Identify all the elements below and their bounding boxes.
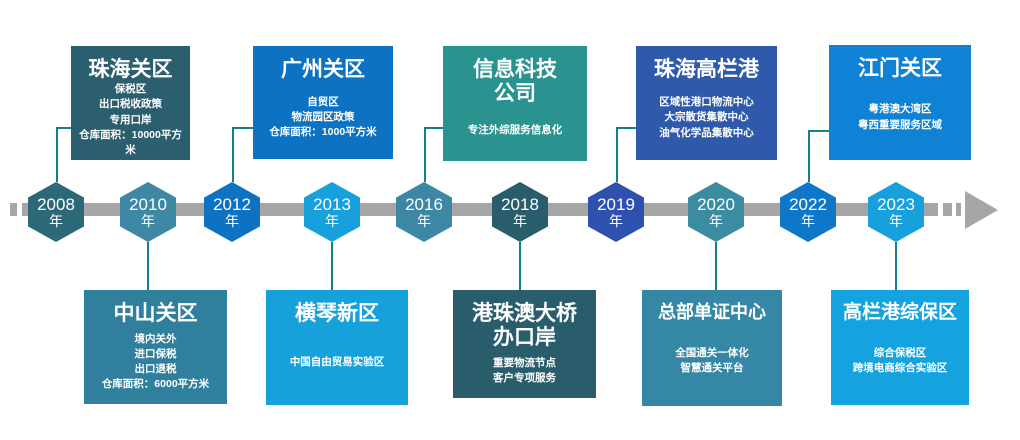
event-details: 全国通关一体化 智慧通关平台 xyxy=(675,347,749,375)
timeline-node-2020: 2020 年 xyxy=(688,182,744,242)
event-card-2018: 港珠澳大桥 办口岸 重要物流节点 客户专项服务 xyxy=(453,290,596,398)
connector-line-2016 xyxy=(424,127,444,182)
year-suffix: 年 xyxy=(141,212,155,229)
timeline-arrow-icon xyxy=(965,191,998,229)
event-title: 信息科技 公司 xyxy=(473,58,557,106)
event-card-2013: 横琴新区 中国自由贸易实验区 xyxy=(266,290,408,405)
year-suffix: 年 xyxy=(709,212,723,229)
year-label: 2012 xyxy=(213,194,251,214)
event-details: 专注外综服务信息化 xyxy=(467,124,563,137)
connector-line-2018 xyxy=(519,242,521,290)
connector-line-2020 xyxy=(715,242,717,290)
timeline-node-2008: 2008 年 xyxy=(28,182,84,242)
timeline-dash xyxy=(956,203,961,216)
timeline-dash xyxy=(22,203,32,216)
event-card-2020: 总部单证中心 全国通关一体化 智慧通关平台 xyxy=(642,290,782,406)
timeline-node-2019: 2019 年 xyxy=(588,182,644,242)
event-card-2008: 珠海关区 保税区 出口税收政策 专用口岸 仓库面积：10000平方米 xyxy=(71,46,190,160)
event-card-2019: 珠海高栏港 区域性港口物流中心 大宗散货集散中心 油气化学品集散中心 xyxy=(636,46,777,160)
connector-line-2012 xyxy=(232,127,254,182)
event-details: 自贸区 物流园区政策 仓库面积：1000平方米 xyxy=(269,95,377,139)
timeline-node-2016: 2016 年 xyxy=(396,182,452,242)
timeline-node-2013: 2013 年 xyxy=(304,182,360,242)
connector-line-2008 xyxy=(56,127,72,182)
year-suffix: 年 xyxy=(49,212,63,229)
event-card-2022: 江门关区 粤港澳大湾区 粤西重要服务区域 xyxy=(829,45,971,160)
event-title: 珠海高栏港 xyxy=(654,58,759,81)
event-details: 中国自由贸易实验区 xyxy=(289,355,385,368)
year-suffix: 年 xyxy=(801,212,815,229)
event-title: 珠海关区 xyxy=(88,58,173,81)
year-label: 2018 xyxy=(501,194,539,214)
year-label: 2013 xyxy=(313,194,351,214)
year-label: 2008 xyxy=(37,194,75,214)
event-title: 横琴新区 xyxy=(295,302,379,325)
year-label: 2016 xyxy=(405,194,443,214)
year-suffix: 年 xyxy=(889,212,903,229)
event-details: 综合保税区 跨境电商综合实验区 xyxy=(852,347,948,375)
timeline-dash xyxy=(10,203,17,216)
year-suffix: 年 xyxy=(513,212,527,229)
event-details: 区域性港口物流中心 大宗散货集散中心 油气化学品集散中心 xyxy=(659,96,754,139)
event-card-2016: 信息科技 公司 专注外综服务信息化 xyxy=(443,46,587,161)
year-label: 2020 xyxy=(697,194,735,214)
event-card-2012: 广州关区 自贸区 物流园区政策 仓库面积：1000平方米 xyxy=(253,46,393,159)
year-label: 2019 xyxy=(597,194,635,214)
timeline-node-2012: 2012 年 xyxy=(204,182,260,242)
year-label: 2022 xyxy=(789,194,827,214)
event-title: 广州关区 xyxy=(281,58,365,81)
connector-line-2013 xyxy=(331,242,333,290)
event-details: 境内关外 进口保税 出口退税 仓库面积：6000平方米 xyxy=(101,332,210,391)
timeline-node-2023: 2023 年 xyxy=(868,182,924,242)
year-suffix: 年 xyxy=(325,212,339,229)
connector-line-2023 xyxy=(895,242,897,290)
year-suffix: 年 xyxy=(225,212,239,229)
event-title: 总部单证中心 xyxy=(658,302,766,322)
event-details: 重要物流节点 客户专项服务 xyxy=(493,356,556,385)
event-details: 保税区 出口税收政策 专用口岸 仓库面积：10000平方米 xyxy=(79,83,182,157)
event-title: 江门关区 xyxy=(858,57,942,80)
event-title: 港珠澳大桥 办口岸 xyxy=(472,302,577,350)
timeline-node-2022: 2022 年 xyxy=(780,182,836,242)
connector-line-2019 xyxy=(616,127,637,182)
event-card-2010: 中山关区 境内关外 进口保税 出口退税 仓库面积：6000平方米 xyxy=(84,290,227,404)
event-title: 高栏港综保区 xyxy=(842,302,957,323)
event-details: 粤港澳大湾区 粤西重要服务区域 xyxy=(858,103,942,131)
year-suffix: 年 xyxy=(417,212,431,229)
year-label: 2010 xyxy=(129,194,167,214)
timeline-node-2018: 2018 年 xyxy=(492,182,548,242)
timeline-node-2010: 2010 年 xyxy=(120,182,176,242)
connector-line-2022 xyxy=(808,130,830,182)
event-card-2023: 高栏港综保区 综合保税区 跨境电商综合实验区 xyxy=(831,290,969,405)
year-suffix: 年 xyxy=(609,212,623,229)
connector-line-2010 xyxy=(147,242,149,290)
timeline-dash xyxy=(943,203,952,216)
year-label: 2023 xyxy=(877,194,915,214)
event-title: 中山关区 xyxy=(113,302,198,325)
